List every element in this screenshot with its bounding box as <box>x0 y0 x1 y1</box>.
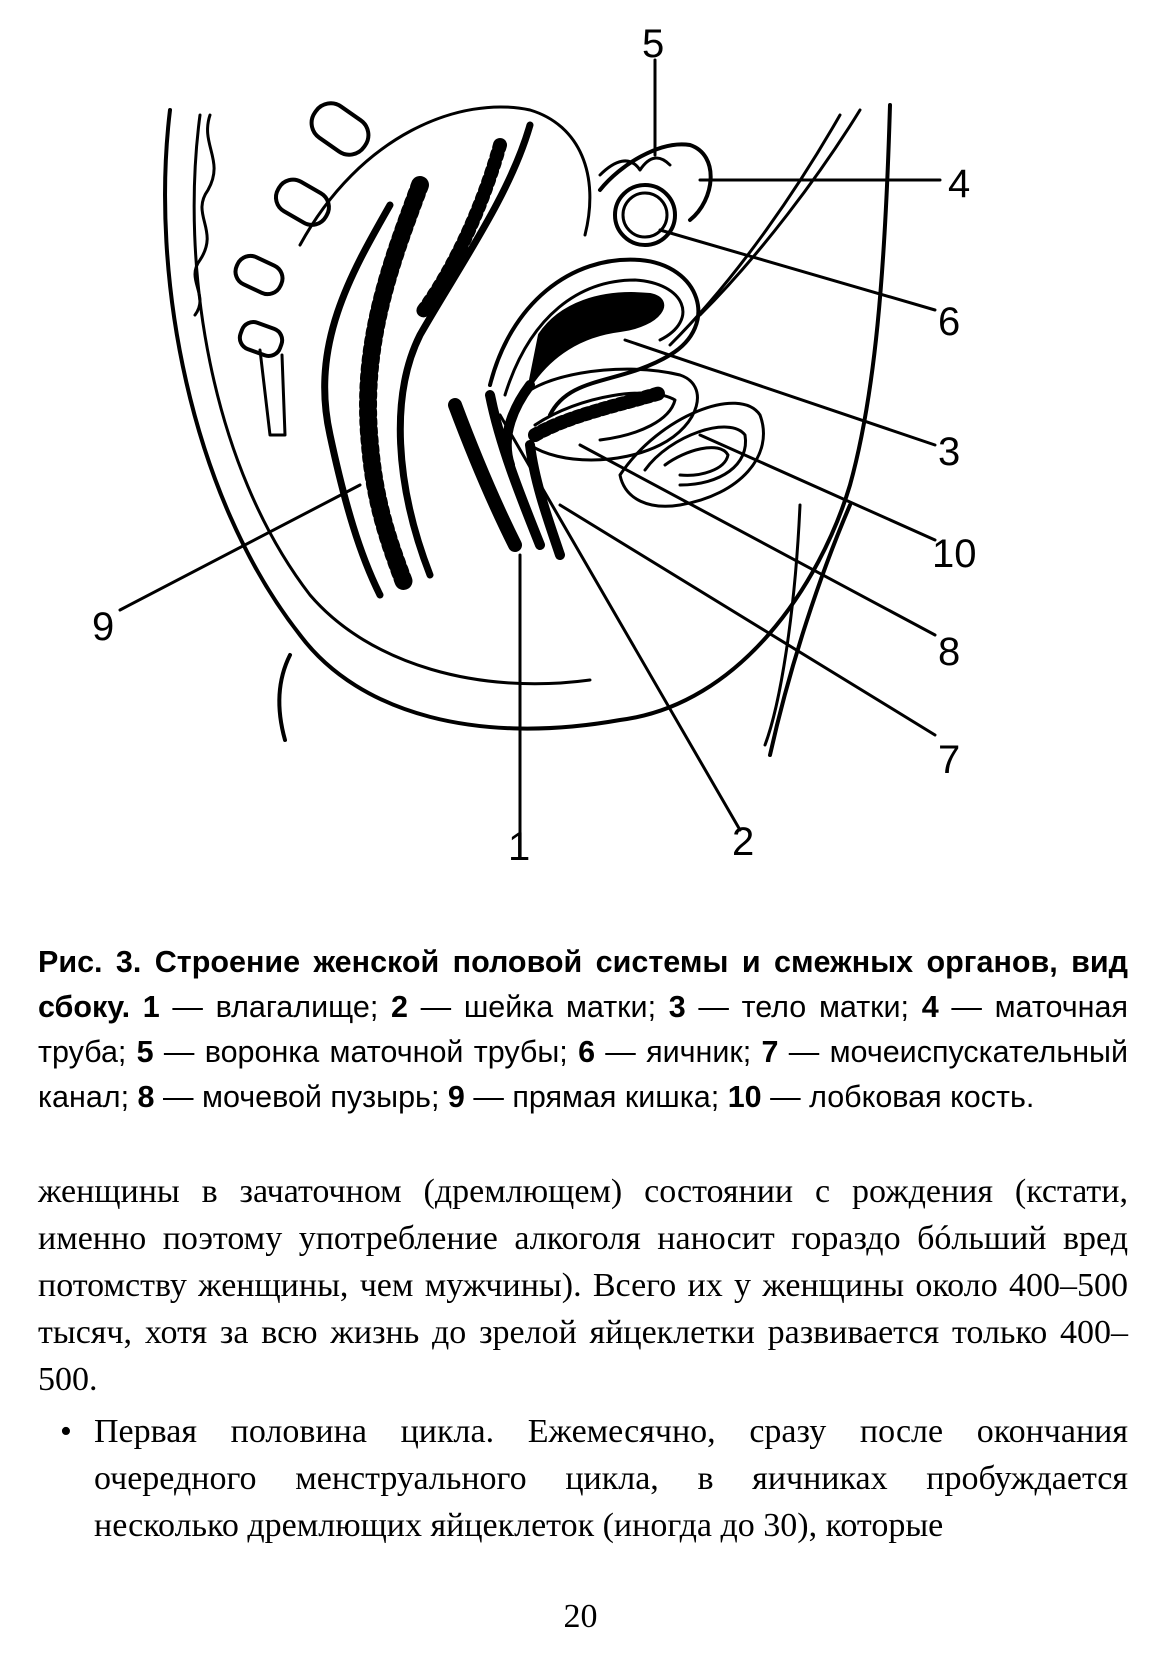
caption-num-3: 3 <box>668 990 686 1024</box>
label-2: 2 <box>732 820 754 864</box>
caption-text-3: тело матки; <box>741 990 910 1024</box>
caption-num-8: 8 <box>137 1080 155 1114</box>
caption-text-4: маточная труба; <box>38 990 1128 1069</box>
caption-title: Рис. 3. Строение женской половой системы… <box>38 945 1128 1024</box>
label-7: 7 <box>938 738 960 782</box>
anatomy-diagram: 1 2 3 4 5 6 7 8 9 10 <box>92 22 977 869</box>
label-4: 4 <box>948 162 970 206</box>
caption-text-8: мочевой пузырь; <box>201 1080 440 1114</box>
caption-num-5: 5 <box>136 1035 154 1069</box>
caption-num-10: 10 <box>727 1080 762 1114</box>
caption-num-6: 6 <box>578 1035 596 1069</box>
body-text: женщины в зачаточном (дремлющем) состоян… <box>38 1168 1128 1549</box>
label-1: 1 <box>508 825 530 869</box>
caption-text-7: мочеиспускательный канал; <box>38 1035 1129 1114</box>
anatomy-figure: 1 2 3 4 5 6 7 8 9 10 <box>60 15 1120 935</box>
label-8: 8 <box>938 630 960 674</box>
bullet-item: • Первая половина цикла. Ежемесячно, сраз… <box>38 1408 1128 1549</box>
caption-text-2: шейка матки; <box>463 990 657 1024</box>
label-9: 9 <box>92 605 114 649</box>
caption-text-9: прямая кишка; <box>512 1080 720 1114</box>
bullet-text: Первая половина цикла. Ежемесячно, сразу… <box>94 1413 1128 1544</box>
caption-num-9: 9 <box>447 1080 465 1114</box>
caption-text-1: влагалище; <box>215 990 379 1024</box>
label-5: 5 <box>642 22 664 66</box>
caption-text-6: яичник; <box>646 1035 752 1069</box>
label-6: 6 <box>938 300 960 344</box>
caption-text-5: воронка маточной трубы; <box>204 1035 568 1069</box>
caption-num-1: 1 <box>142 990 160 1024</box>
caption-num-7: 7 <box>761 1035 779 1069</box>
label-10: 10 <box>932 532 977 576</box>
caption-text-10: лобковая кость. <box>809 1080 1035 1114</box>
caption-num-4: 4 <box>921 990 939 1024</box>
caption-num-2: 2 <box>390 990 408 1024</box>
label-3: 3 <box>938 430 960 474</box>
page-number: 20 <box>563 1598 598 1635</box>
figure-caption: Рис. 3. Строение женской половой системы… <box>38 945 1129 1114</box>
body-paragraph: женщины в зачаточном (дремлющем) состоян… <box>38 1173 1128 1398</box>
bullet-dot-icon: • <box>60 1413 72 1450</box>
